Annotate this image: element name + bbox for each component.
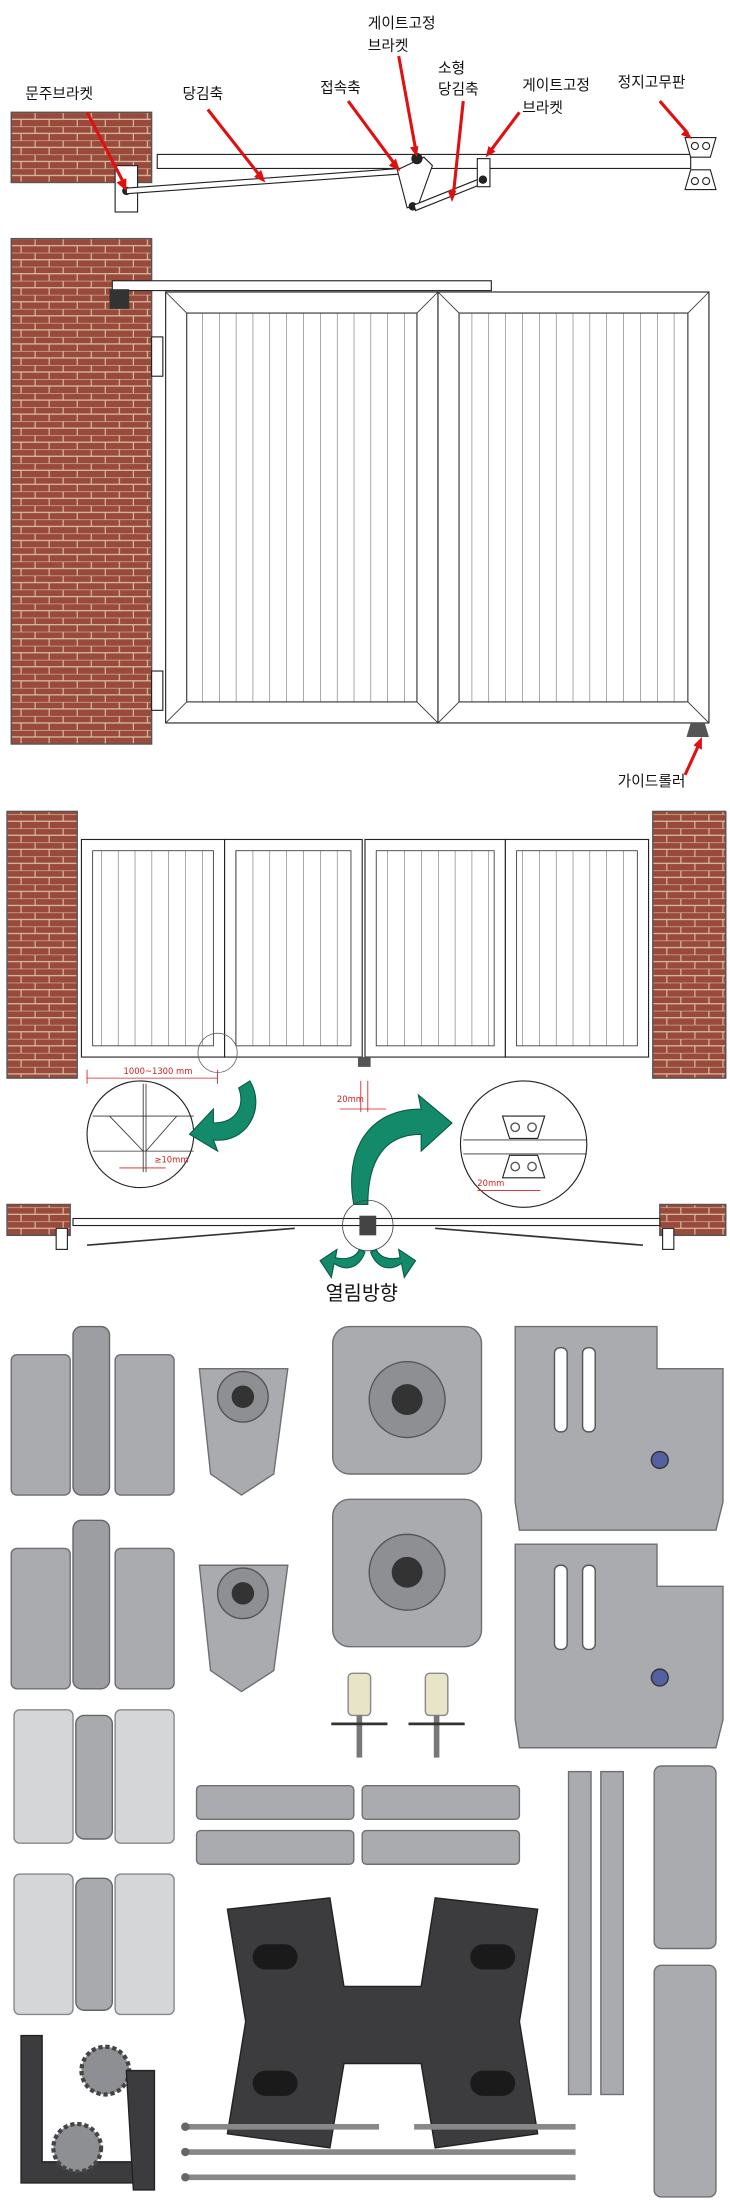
label-stop-rubber: 정지고무판 xyxy=(618,74,686,91)
hinge-bottom xyxy=(151,670,164,711)
hinge-top xyxy=(151,336,164,377)
hinge xyxy=(10,1325,175,1496)
gate-fixing-bracket-plate xyxy=(514,1543,724,1749)
label-small-pull-rod-line2: 당김축 xyxy=(438,81,479,98)
green-arrow-left xyxy=(188,1080,257,1153)
guide-roller-post xyxy=(331,1672,388,1758)
gate-panel-right xyxy=(437,291,710,724)
detail-circle-stop-rubber: 20mm xyxy=(459,1080,588,1208)
dimension-detail-gap: 20mm xyxy=(477,1178,504,1188)
stop-rubber-plate xyxy=(226,1897,539,2149)
label-gate-bracket-2-line1: 게이트고정 xyxy=(522,77,590,94)
gate-fixing-bracket-plate xyxy=(514,1325,724,1531)
parts-set xyxy=(10,1325,724,2198)
dimension-gap-min: ≥10mm xyxy=(154,1154,188,1164)
gear-rack xyxy=(600,1770,625,2096)
hinge xyxy=(10,1519,175,1690)
mounting-plate xyxy=(195,1829,355,1865)
label-opening-direction: 열림방향 xyxy=(326,1282,398,1305)
pillar-bracket xyxy=(109,289,130,309)
gate-panels xyxy=(80,838,650,1058)
strip-plate xyxy=(653,1964,717,2198)
label-connecting-shaft: 접속축 xyxy=(320,80,361,97)
gate-panel-left xyxy=(165,291,439,724)
mounting-plate xyxy=(361,1784,521,1821)
strip-plate xyxy=(653,1765,717,1950)
pull-arm xyxy=(111,280,492,292)
hinge xyxy=(13,1873,175,2016)
brick-pillar xyxy=(10,237,153,745)
flange-bearing xyxy=(198,1564,289,1693)
gate-elevation: 가이드롤러 xyxy=(10,237,710,790)
detail-circle-panel-gap: ≥10mm xyxy=(86,1080,195,1189)
label-gate-bracket-2-line2: 브라켓 xyxy=(522,99,563,116)
label-guide-roller: 가이드롤러 xyxy=(618,773,686,790)
gear-rack xyxy=(567,1770,592,2096)
stop-rubber-plate xyxy=(684,137,717,191)
plan-view xyxy=(6,1199,727,1279)
mounting-plate xyxy=(361,1829,521,1865)
installation-diagram: 1000~1300 mm 20mm ≥10mm 20mm xyxy=(6,810,727,1305)
guide-roller-post xyxy=(408,1672,465,1758)
label-gate-bracket-1-line1: 게이트고정 xyxy=(368,15,436,32)
top-plan-diagram: 문주브라켓 당김축 접속축 게이트고정 브라켓 소형 당김축 게이트고정 브라켓… xyxy=(10,15,717,213)
connecting-rods xyxy=(181,2122,576,2182)
flange-bearing xyxy=(198,1368,289,1496)
gear-set xyxy=(20,2034,156,2191)
square-flange-bearing xyxy=(332,1325,483,1475)
label-pillar-bracket: 문주브라켓 xyxy=(25,85,93,102)
green-arrow-right xyxy=(351,1093,453,1206)
callout-arrows xyxy=(85,55,693,203)
label-gate-bracket-1-line2: 브라켓 xyxy=(368,38,409,55)
label-small-pull-rod-line1: 소형 xyxy=(438,60,465,77)
guide-roller xyxy=(686,722,709,737)
dimension-center-gap: 20mm xyxy=(337,1094,364,1104)
dimension-panel-width: 1000~1300 mm xyxy=(124,1066,193,1076)
hinge xyxy=(13,1709,175,1844)
square-flange-bearing xyxy=(332,1498,483,1648)
label-pull-rod: 당김축 xyxy=(183,85,224,102)
mounting-plate xyxy=(195,1784,355,1821)
